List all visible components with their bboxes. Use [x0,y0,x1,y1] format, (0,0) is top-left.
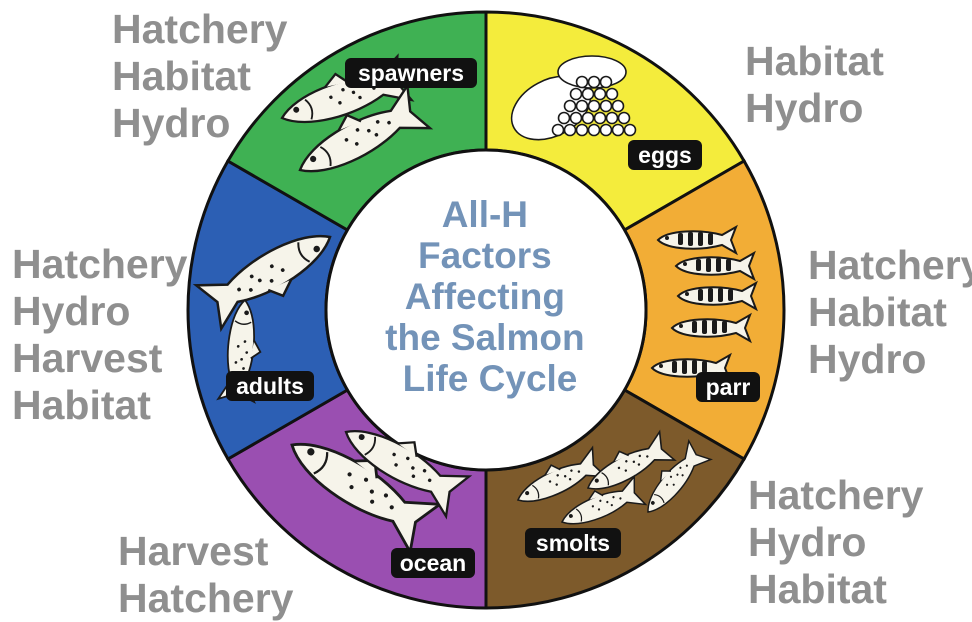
egg [553,125,564,136]
egg [577,77,588,88]
svg-text:smolts: smolts [536,530,610,556]
label-eggs: eggs [628,140,702,170]
label-parr: parr [696,372,760,402]
egg [565,101,576,112]
svg-text:ocean: ocean [400,550,466,576]
label-ocean: ocean [391,548,475,578]
egg [565,125,576,136]
egg [583,89,594,100]
egg [601,101,612,112]
egg [589,125,600,136]
svg-text:parr: parr [706,374,751,400]
egg [577,125,588,136]
label-smolts: smolts [525,528,621,558]
title-line-4: the Salmon [385,317,584,358]
egg [607,89,618,100]
egg [595,113,606,124]
egg [601,77,612,88]
egg [589,101,600,112]
egg [613,101,624,112]
egg [589,77,600,88]
egg [601,125,612,136]
title-line-5: Life Cycle [403,358,578,399]
egg [613,125,624,136]
svg-text:adults: adults [236,373,304,399]
egg [583,113,594,124]
svg-text:spawners: spawners [358,60,464,86]
egg [607,113,618,124]
egg [571,89,582,100]
egg [559,113,570,124]
egg [571,113,582,124]
title-line-1: All-H [442,194,528,235]
egg [577,101,588,112]
title-line-3: Affecting [405,276,565,317]
title-line-2: Factors [418,235,552,276]
label-spawners: spawners [345,58,477,88]
svg-text:eggs: eggs [638,142,692,168]
egg [619,113,630,124]
egg [625,125,636,136]
label-adults: adults [226,371,314,401]
egg [595,89,606,100]
